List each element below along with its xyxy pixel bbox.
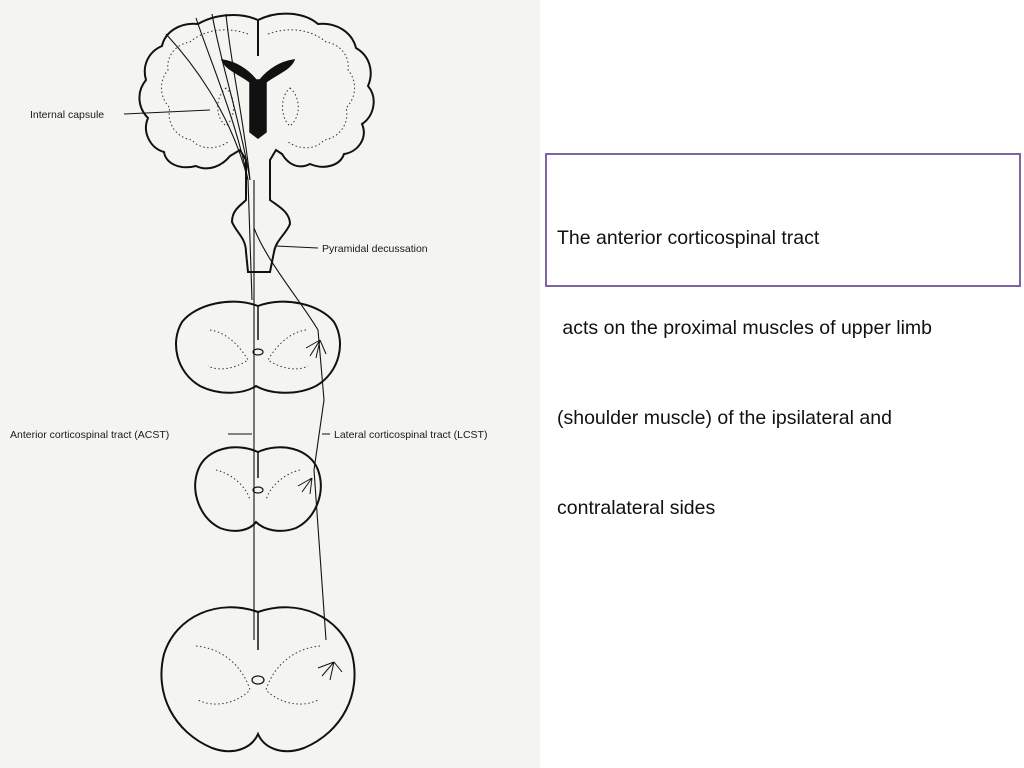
brain-left-hemisphere [138, 14, 259, 273]
internal-capsule-pointer [123, 109, 211, 115]
text-line-2: acts on the proximal muscles of upper li… [557, 317, 932, 339]
text-line-4: contralateral sides [557, 497, 716, 519]
brain-right-hemisphere [257, 12, 375, 273]
lumbar-cord-section [160, 606, 356, 753]
corticospinal-diagram: Internal capsule Pyramidal decussation A… [10, 12, 487, 753]
text-line-1: The anterior corticospinal tract [557, 227, 820, 249]
label-acst: Anterior corticospinal tract (ACST) [10, 429, 169, 441]
thoracic-cord-section [194, 446, 322, 532]
corticospinal-tract-figure: Internal capsule Pyramidal decussation A… [0, 0, 540, 768]
corticospinal-fibers [165, 33, 253, 301]
label-internal-capsule: Internal capsule [30, 109, 104, 121]
basal-ganglia-right [282, 87, 299, 127]
lateral-corticospinal-line [253, 227, 327, 641]
label-lcst: Lateral corticospinal tract (LCST) [334, 429, 487, 441]
pyramidal-decussation-pointer [275, 245, 319, 249]
brain-gray-matter-outline-left [161, 29, 249, 149]
label-pyramidal-decussation: Pyramidal decussation [322, 243, 428, 255]
explanation-text-box: The anterior corticospinal tract acts on… [545, 153, 1021, 519]
text-line-3: (shoulder muscle) of the ipsilateral and [557, 407, 892, 429]
cervical-cord-section [175, 300, 341, 394]
lateral-ventricles [220, 59, 296, 139]
brain-gray-matter-outline-right [267, 29, 355, 149]
